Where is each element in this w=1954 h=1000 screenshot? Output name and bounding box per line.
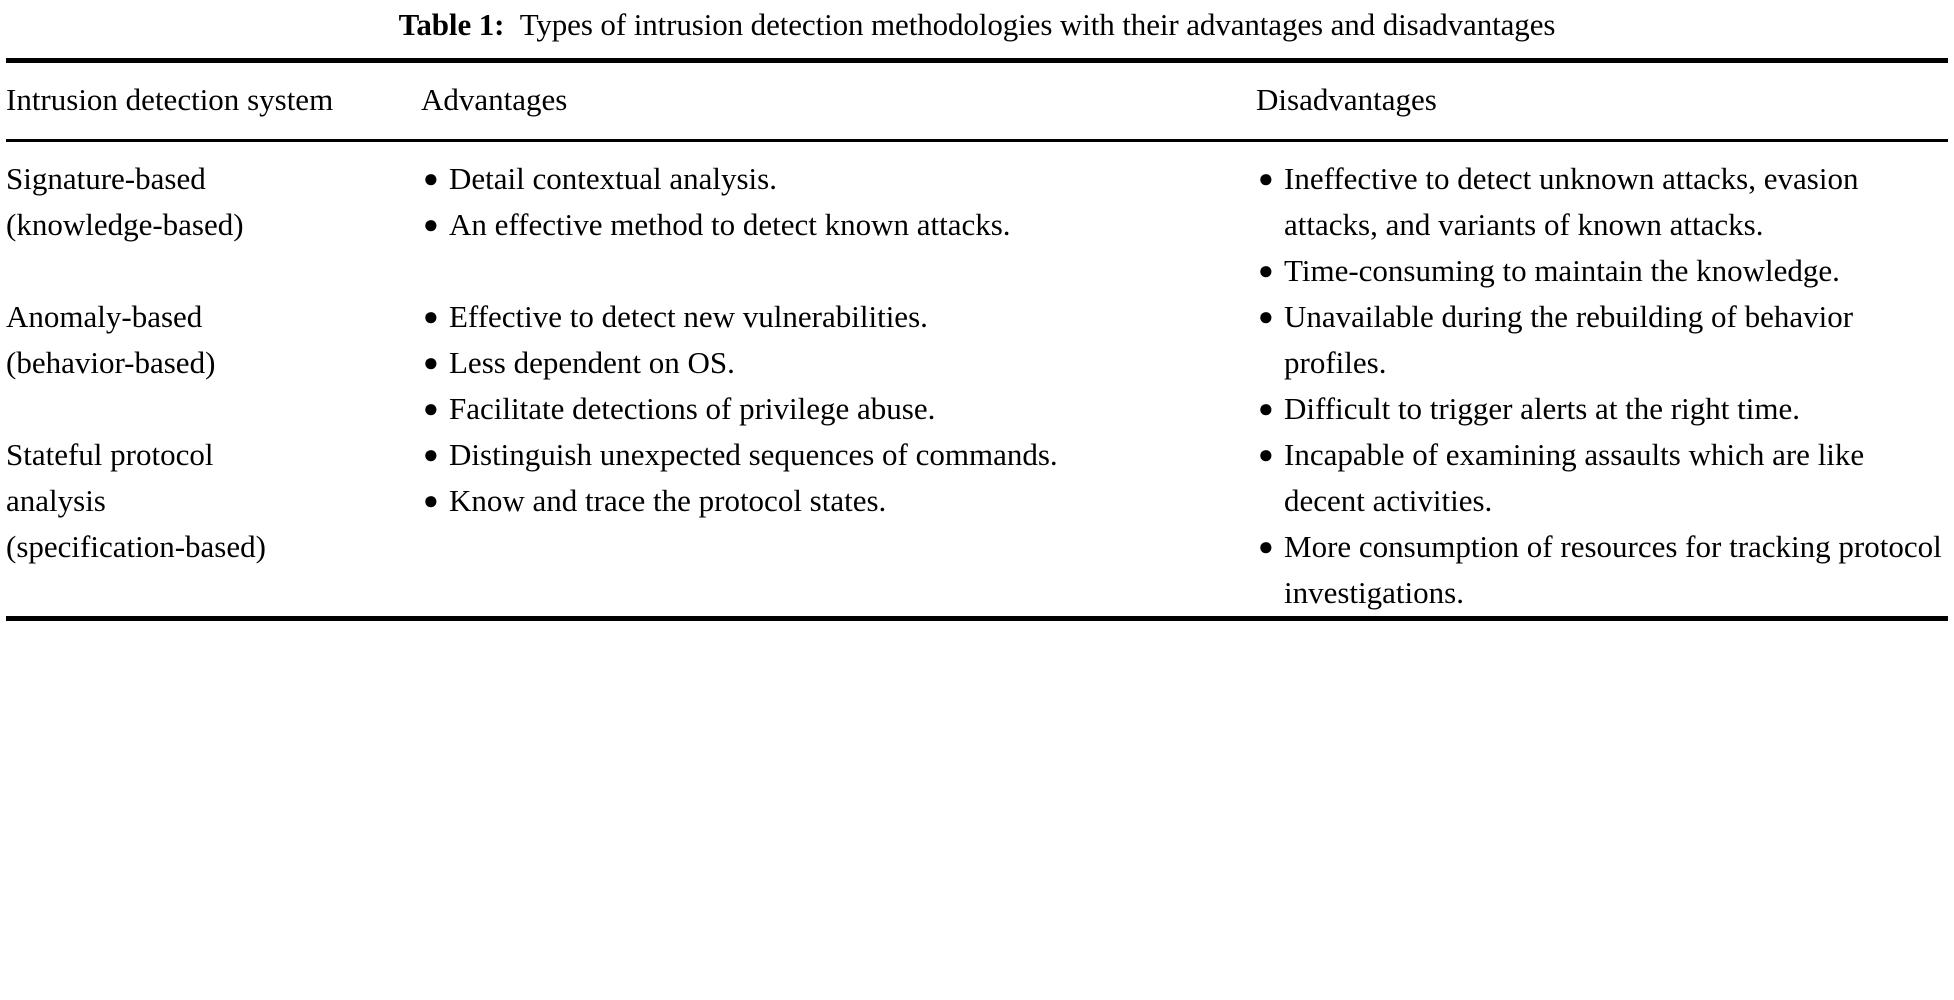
- table-bottom-rule: [6, 616, 1948, 621]
- list-item: ● Effective to detect new vulnerabilitie…: [421, 294, 1220, 340]
- row-advantages: ● Distinguish unexpected sequences of co…: [421, 432, 1256, 616]
- list-item: ● More consumption of resources for trac…: [1256, 524, 1944, 616]
- row-label-line1: Stateful protocol: [6, 437, 214, 472]
- bullet-icon: ●: [1258, 532, 1274, 561]
- row-label-line2: (behavior-based): [6, 345, 216, 380]
- list-item: ● Difficult to trigger alerts at the rig…: [1256, 386, 1944, 432]
- list-item-text: Difficult to trigger alerts at the right…: [1284, 391, 1800, 426]
- list-item: ● Facilitate detections of privilege abu…: [421, 386, 1220, 432]
- table-caption: Table 1: Types of intrusion detection me…: [6, 0, 1948, 48]
- list-item: ● Unavailable during the rebuilding of b…: [1256, 294, 1944, 386]
- bullet-icon: ●: [423, 394, 439, 423]
- disadvantages-list: ● Unavailable during the rebuilding of b…: [1256, 294, 1944, 432]
- list-item: ● Distinguish unexpected sequences of co…: [421, 432, 1220, 478]
- list-item-text: Time-consuming to maintain the knowledge…: [1284, 253, 1840, 288]
- list-item-text: Incapable of examining assaults which ar…: [1284, 437, 1865, 518]
- row-label-line2: analysis: [6, 483, 106, 518]
- bullet-icon: ●: [1258, 164, 1274, 193]
- row-disadvantages: ● Unavailable during the rebuilding of b…: [1256, 294, 1948, 432]
- table-row: Anomaly-based (behavior-based) ● Effecti…: [6, 294, 1948, 432]
- row-label-line3: (specification-based): [6, 529, 266, 564]
- row-label-signature-based: Signature-based (knowledge-based): [6, 142, 421, 294]
- row-disadvantages: ● Ineffective to detect unknown attacks,…: [1256, 142, 1948, 294]
- bullet-icon: ●: [1258, 256, 1274, 285]
- table-top-rule: [6, 58, 1948, 63]
- list-item-text: Detail contextual analysis.: [449, 161, 777, 196]
- list-item: ● Know and trace the protocol states.: [421, 478, 1220, 524]
- list-item-text: Less dependent on OS.: [449, 345, 735, 380]
- list-item: ● Incapable of examining assaults which …: [1256, 432, 1944, 524]
- bullet-icon: ●: [1258, 394, 1274, 423]
- row-disadvantages: ● Incapable of examining assaults which …: [1256, 432, 1948, 616]
- advantages-list: ● Detail contextual analysis. ● An effec…: [421, 156, 1220, 248]
- list-item-text: Distinguish unexpected sequences of comm…: [449, 437, 1058, 472]
- row-label-line1: Signature-based: [6, 161, 206, 196]
- table-header-row: Intrusion detection system Advantages Di…: [6, 63, 1948, 139]
- bullet-icon: ●: [423, 164, 439, 193]
- row-advantages: ● Effective to detect new vulnerabilitie…: [421, 294, 1256, 432]
- disadvantages-list: ● Incapable of examining assaults which …: [1256, 432, 1944, 616]
- header-system-line1: Intrusion detection: [6, 82, 240, 117]
- list-item-text: More consumption of resources for tracki…: [1284, 529, 1942, 610]
- header-cell-system: Intrusion detection system: [6, 63, 421, 139]
- caption-text: Types of intrusion detection methodologi…: [519, 7, 1556, 42]
- list-item-text: Effective to detect new vulnerabilities.: [449, 299, 928, 334]
- row-label-line2: (knowledge-based): [6, 207, 244, 242]
- list-item-text: Facilitate detections of privilege abuse…: [449, 391, 936, 426]
- header-cell-advantages: Advantages: [421, 82, 568, 117]
- bullet-icon: ●: [1258, 440, 1274, 469]
- table-header-rule: [6, 139, 1948, 142]
- row-label-stateful-protocol-analysis: Stateful protocol analysis (specificatio…: [6, 432, 421, 616]
- list-item-text: An effective method to detect known atta…: [449, 207, 1011, 242]
- list-item: ● An effective method to detect known at…: [421, 202, 1220, 248]
- bullet-icon: ●: [423, 302, 439, 331]
- list-item-text: Unavailable during the rebuilding of beh…: [1284, 299, 1854, 380]
- row-label-line1: Anomaly-based: [6, 299, 203, 334]
- advantages-list: ● Effective to detect new vulnerabilitie…: [421, 294, 1220, 432]
- disadvantages-list: ● Ineffective to detect unknown attacks,…: [1256, 156, 1944, 294]
- data-table: Intrusion detection system Advantages Di…: [6, 63, 1948, 139]
- list-item: ● Less dependent on OS.: [421, 340, 1220, 386]
- caption-label: Table 1:: [398, 7, 505, 42]
- bullet-icon: ●: [423, 440, 439, 469]
- bullet-icon: ●: [423, 486, 439, 515]
- table-row: Signature-based (knowledge-based) ● Deta…: [6, 142, 1948, 294]
- table-row: Stateful protocol analysis (specificatio…: [6, 432, 1948, 616]
- list-item: ● Ineffective to detect unknown attacks,…: [1256, 156, 1944, 248]
- row-advantages: ● Detail contextual analysis. ● An effec…: [421, 142, 1256, 294]
- list-item: ● Detail contextual analysis.: [421, 156, 1220, 202]
- data-table-body: Signature-based (knowledge-based) ● Deta…: [6, 142, 1948, 616]
- bullet-icon: ●: [423, 210, 439, 239]
- list-item-text: Know and trace the protocol states.: [449, 483, 887, 518]
- row-label-anomaly-based: Anomaly-based (behavior-based): [6, 294, 421, 432]
- bullet-icon: ●: [423, 348, 439, 377]
- header-cell-disadvantages: Disadvantages: [1256, 82, 1437, 117]
- bullet-icon: ●: [1258, 302, 1274, 331]
- list-item-text: Ineffective to detect unknown attacks, e…: [1284, 161, 1859, 242]
- advantages-list: ● Distinguish unexpected sequences of co…: [421, 432, 1220, 524]
- header-system-line2: system: [247, 82, 334, 117]
- list-item: ● Time-consuming to maintain the knowled…: [1256, 248, 1944, 294]
